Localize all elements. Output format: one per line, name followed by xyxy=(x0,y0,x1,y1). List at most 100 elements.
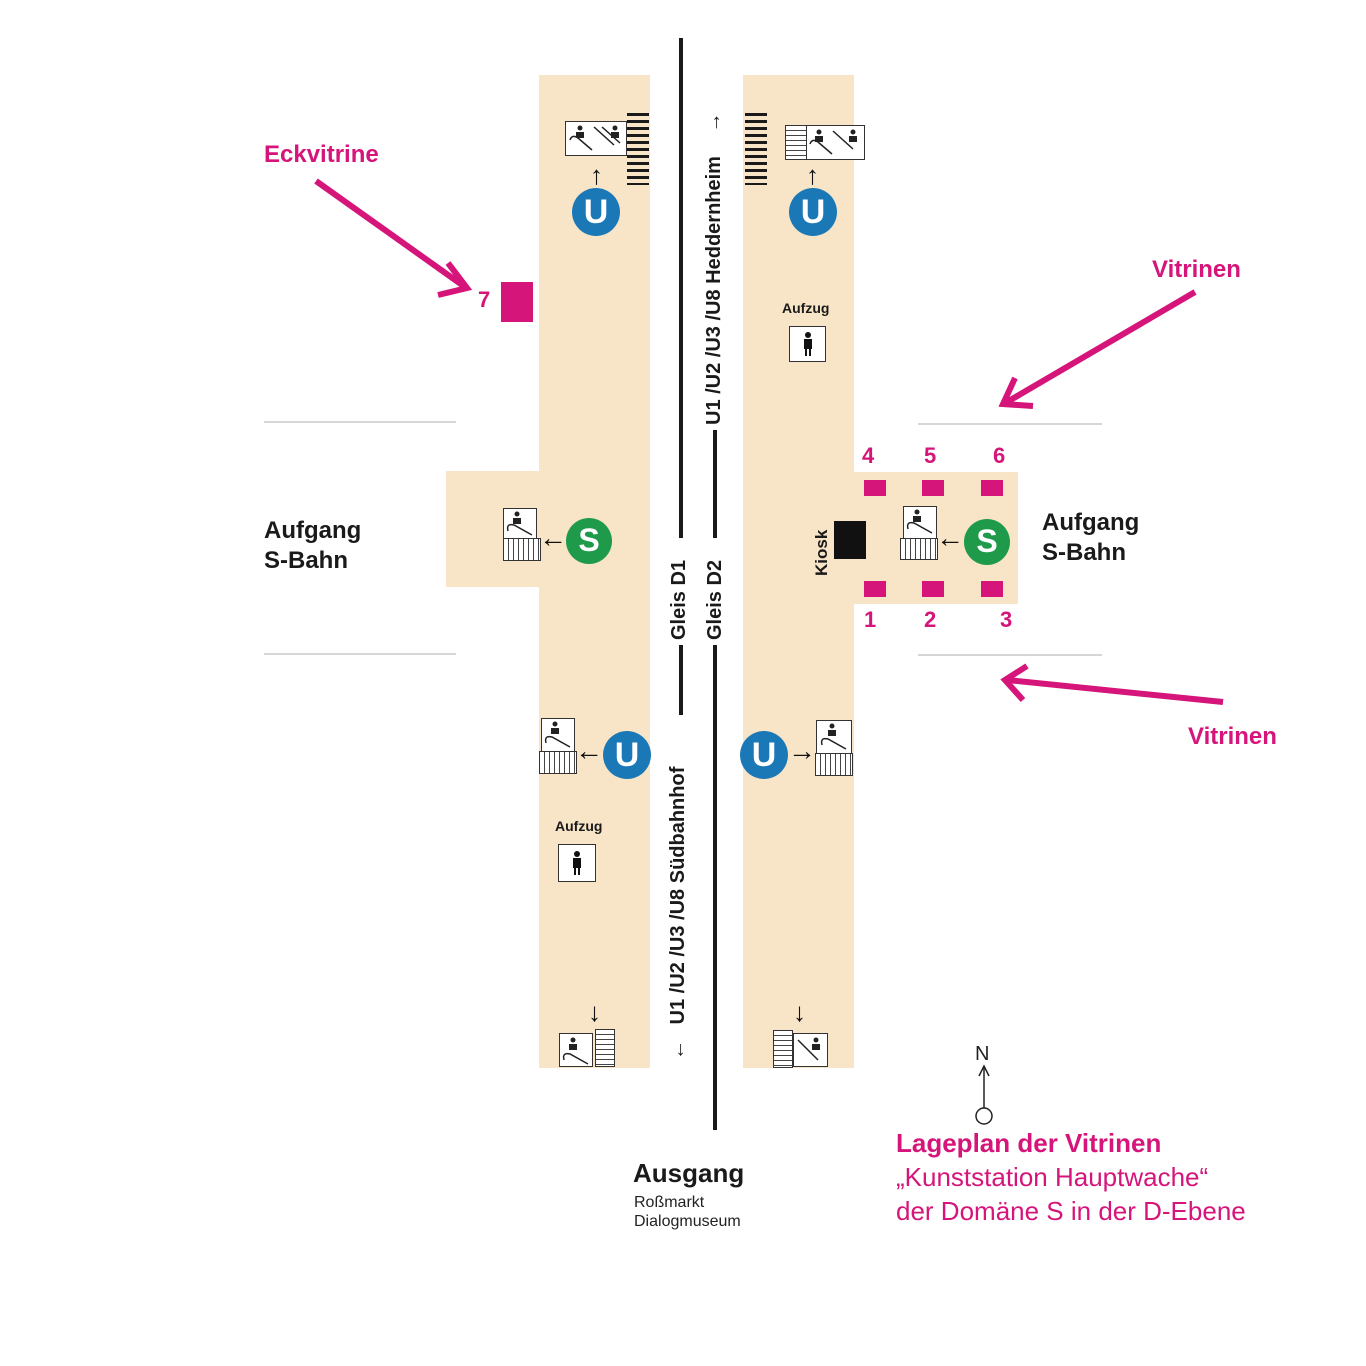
ubahn-icon-nw: U xyxy=(572,188,620,236)
south-direction-label: ← U1 /U2 /U3 /U8 Südbahnhof xyxy=(667,767,690,1060)
vitrine-1-marker[interactable] xyxy=(864,581,886,597)
corridor-line-right-top xyxy=(918,423,1102,425)
stairs-icon-east-sbahn xyxy=(900,538,938,560)
escalator-person-icon xyxy=(820,723,847,750)
arrow-left-icon-west-sbahn: ← xyxy=(539,522,567,553)
sbahn-icon-east: S xyxy=(964,519,1010,565)
south-destination-text: U1 /U2 /U3 /U8 Südbahnhof xyxy=(667,766,689,1025)
eckvitrine-arrow-icon xyxy=(314,178,473,298)
escalator-icon-west-sbahn xyxy=(503,508,537,539)
corridor-line-left-top xyxy=(264,421,456,423)
vitrine-2-number: 2 xyxy=(924,607,937,632)
escalator-icon-ne xyxy=(806,125,865,160)
escalator-person-icon xyxy=(906,509,933,534)
vitrine-7-marker[interactable] xyxy=(501,282,533,322)
vitrinen-arrow-bottom-icon xyxy=(1000,663,1224,705)
kiosk-block xyxy=(834,521,866,559)
legend-title: Lageplan der Vitrinen xyxy=(896,1128,1162,1158)
gleis-d2-label: Gleis D2 xyxy=(704,559,726,640)
aufgang-sbahn-east-line1: Aufgang xyxy=(1042,509,1140,536)
elevator-icon-south xyxy=(558,844,596,882)
aufgang-sbahn-east-label: Aufgang S-Bahn xyxy=(1042,508,1139,568)
south-arrow-icon: ← xyxy=(667,1040,689,1060)
track-line-d1 xyxy=(679,38,683,538)
vitrine-5-number: 5 xyxy=(924,443,937,468)
vitrine-1-number: 1 xyxy=(864,607,877,632)
track-line-d1-lower xyxy=(679,645,683,715)
arrow-left-icon-east-sbahn: ← xyxy=(936,522,964,553)
north-arrow-icon: → xyxy=(703,112,725,133)
elevator-icon-north xyxy=(789,326,826,362)
ubahn-icon-se: U xyxy=(740,731,788,779)
ausgang-label: Ausgang xyxy=(633,1158,745,1188)
vitrine-7-number: 7 xyxy=(478,287,491,312)
escalator-icon-se xyxy=(816,720,852,754)
stairs-icon-west-sbahn xyxy=(503,538,541,561)
north-destination-text: U1 /U2 /U3 /U8 Heddernheim xyxy=(703,156,725,425)
vitrine-6-number: 6 xyxy=(993,443,1006,468)
vitrinen-label-bottom: Vitrinen xyxy=(1188,723,1277,750)
corridor-line-left-bottom xyxy=(264,653,456,655)
escalator-icon-nw xyxy=(565,121,627,156)
stairs-icon-se xyxy=(815,753,853,776)
legend: Lageplan der Vitrinen „Kunststation Haup… xyxy=(896,1126,1246,1228)
person-icon xyxy=(573,851,581,875)
escalator-people-icon xyxy=(569,125,621,151)
track-line-d2-lower xyxy=(713,645,717,1130)
arrow-down-icon-se: ↓ xyxy=(793,997,806,1027)
escalator-icon-bottom-west xyxy=(559,1033,593,1067)
escalator-person-icon xyxy=(544,721,571,748)
aufgang-sbahn-west-line2: S-Bahn xyxy=(264,547,348,574)
aufgang-sbahn-west-label: Aufgang S-Bahn xyxy=(264,516,361,576)
stairs-icon-ne xyxy=(745,113,767,185)
vitrine-3-marker[interactable] xyxy=(981,581,1003,597)
aufgang-sbahn-east-line2: S-Bahn xyxy=(1042,539,1126,566)
vitrine-4-number: 4 xyxy=(862,443,875,468)
arrow-down-icon-sw: ↓ xyxy=(588,997,601,1027)
arrow-right-icon-se: → xyxy=(788,735,816,766)
platform-west-sbahn-wing xyxy=(446,471,556,587)
stairs-icon-nw xyxy=(627,113,649,185)
compass-north-label: N xyxy=(975,1043,990,1065)
elevator-label-south: Aufzug xyxy=(555,818,603,834)
vitrine-6-marker[interactable] xyxy=(981,480,1003,496)
ubahn-icon-ne: U xyxy=(789,188,837,236)
compass-north-arrow-icon xyxy=(975,1064,993,1125)
sbahn-icon-west: S xyxy=(566,518,612,564)
ausgang-sub-rossmarkt: Roßmarkt xyxy=(634,1194,705,1211)
stairs-box-icon-ne xyxy=(785,125,807,160)
arrow-left-icon-sw: ← xyxy=(575,735,603,766)
elevator-label-north: Aufzug xyxy=(782,300,830,316)
north-direction-label: U1 /U2 /U3 /U8 Heddernheim → xyxy=(703,112,726,425)
stairs-icon-bottom-west xyxy=(595,1029,615,1067)
ausgang-sub-dialogmuseum: Dialogmuseum xyxy=(634,1213,741,1230)
track-line-d2 xyxy=(713,430,717,538)
stairs-icon-sw xyxy=(539,751,577,774)
vitrine-5-marker[interactable] xyxy=(922,480,944,496)
gleis-d1-label: Gleis D1 xyxy=(668,559,690,640)
aufgang-sbahn-west-line1: Aufgang xyxy=(264,517,362,544)
vitrine-2-marker[interactable] xyxy=(922,581,944,597)
escalator-people-icon xyxy=(809,129,857,155)
arrow-up-icon-nw: ↑ xyxy=(590,160,603,190)
corridor-line-right-bottom xyxy=(918,654,1102,656)
escalator-person-icon xyxy=(562,1037,589,1065)
platform-west xyxy=(539,75,650,1068)
escalator-icon-east-sbahn xyxy=(903,506,937,539)
escalator-icon-bottom-east xyxy=(793,1033,828,1067)
person-icon xyxy=(803,332,812,356)
legend-line-2: „Kunststation Hauptwache“ xyxy=(896,1162,1209,1192)
arrow-up-icon-ne: ↑ xyxy=(806,160,819,190)
escalator-person-icon xyxy=(797,1037,820,1061)
legend-line-3: der Domäne S in der D-Ebene xyxy=(896,1196,1246,1226)
vitrine-3-number: 3 xyxy=(1000,607,1013,632)
ubahn-icon-sw: U xyxy=(603,731,651,779)
escalator-person-icon xyxy=(506,511,533,536)
vitrine-4-marker[interactable] xyxy=(864,480,886,496)
eckvitrine-label: Eckvitrine xyxy=(264,141,379,168)
platform-east xyxy=(743,75,854,1068)
vitrinen-label-top: Vitrinen xyxy=(1152,256,1241,283)
escalator-icon-sw xyxy=(541,718,575,752)
vitrinen-arrow-top-icon xyxy=(998,289,1197,409)
kiosk-label: Kiosk xyxy=(812,529,831,576)
